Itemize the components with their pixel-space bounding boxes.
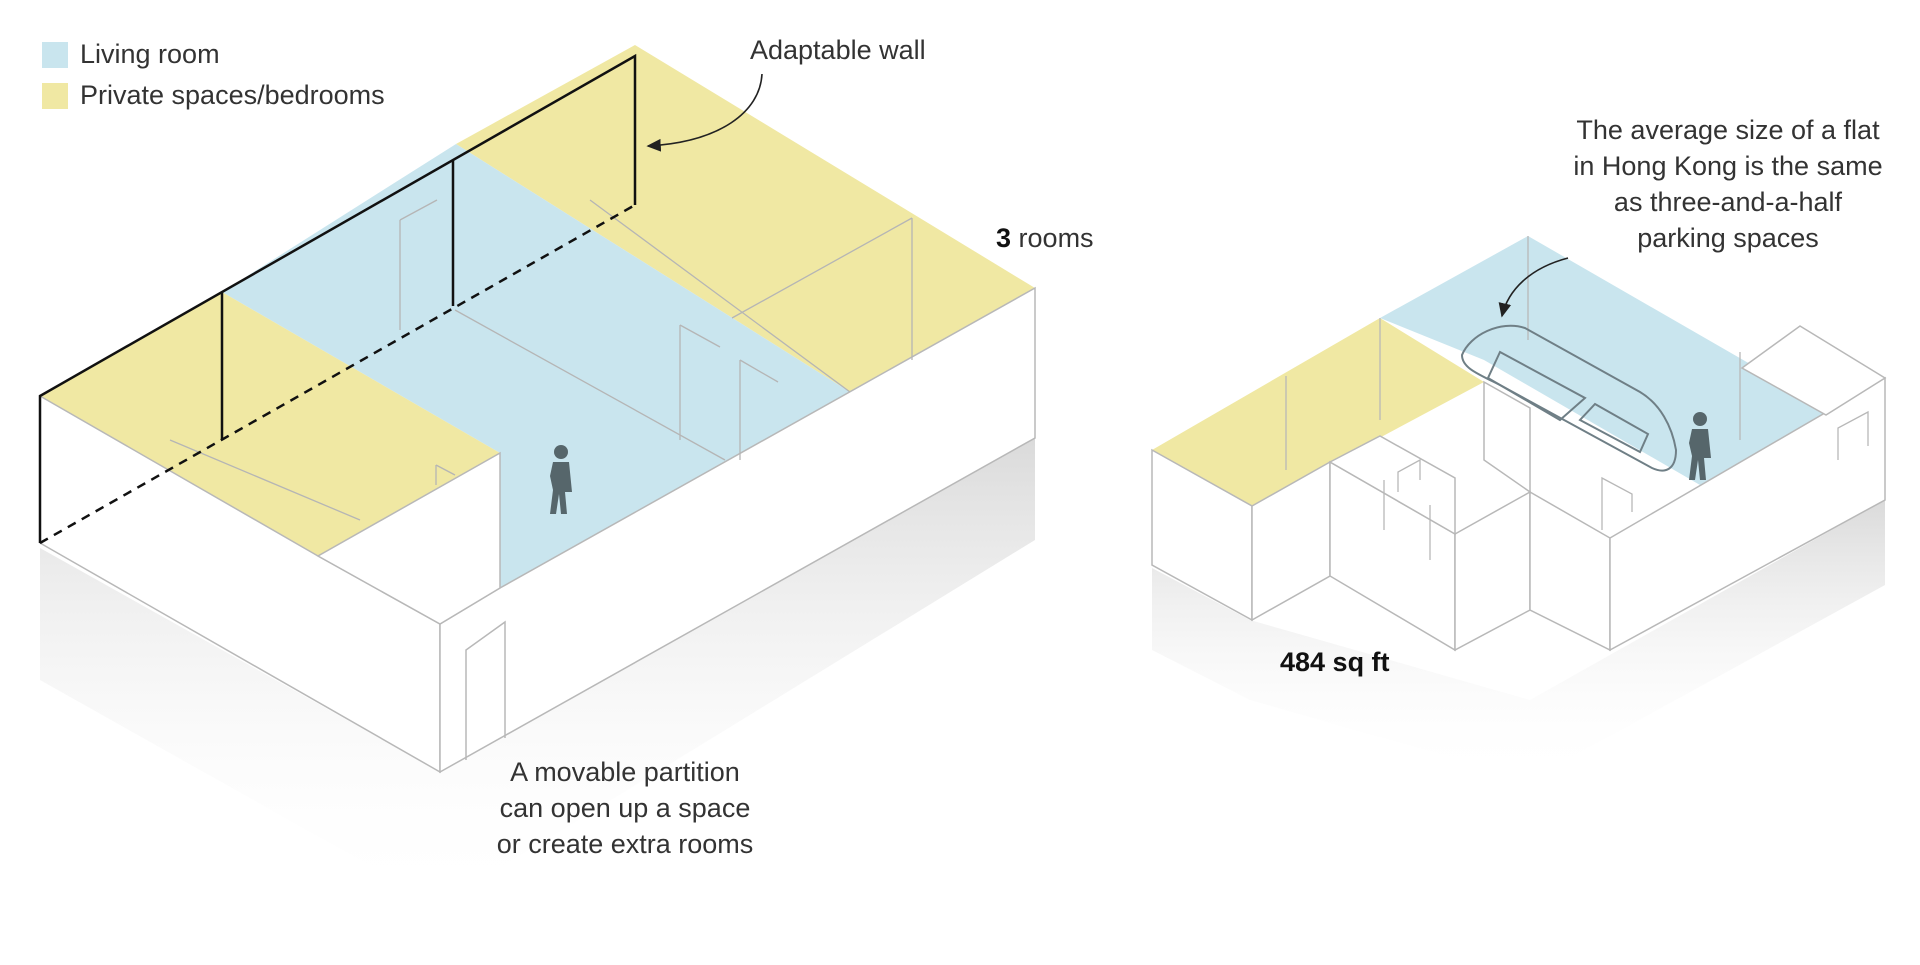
adaptable-wall-label: Adaptable wall <box>750 35 926 65</box>
person-figure-right <box>1689 412 1711 480</box>
adaptable-wall <box>38 53 637 545</box>
flat-size-label: 484 sq ft <box>1280 647 1390 677</box>
right-walls <box>1151 325 1887 652</box>
front-door <box>465 620 506 760</box>
rooms-word: rooms <box>1018 223 1094 253</box>
rooms-label: 3 rooms <box>996 220 1094 256</box>
right-interior-lines <box>1285 236 1869 560</box>
comparison-caption-line: The average size of a flat <box>1576 115 1880 145</box>
right-bedroom-zone <box>1152 318 1484 506</box>
car-illustration <box>1460 324 1678 472</box>
bedroom-zone-top <box>456 45 1035 392</box>
comparison-caption-line: as three-and-a-half <box>1613 187 1843 217</box>
comparison-caption: The average size of a flat in Hong Kong … <box>1560 112 1896 256</box>
legend-item-living-room: Living room <box>42 34 385 75</box>
adaptable-wall-arrow <box>646 73 763 152</box>
living-room-zone <box>222 144 850 588</box>
rooms-count: 3 <box>996 223 1012 253</box>
bedroom-zone-left <box>40 292 500 556</box>
comparison-caption-line: in Hong Kong is the same <box>1573 151 1883 181</box>
legend-label: Private spaces/bedrooms <box>80 80 385 110</box>
right-floor-shadow <box>1152 500 1885 780</box>
legend-label: Living room <box>80 39 220 69</box>
person-figure-left <box>550 445 572 514</box>
legend: Living room Private spaces/bedrooms <box>42 34 385 116</box>
left-flat <box>38 45 1036 905</box>
parking-arrow <box>1498 257 1569 318</box>
private-spaces-swatch <box>42 82 68 109</box>
right-living-zone <box>1380 236 1830 485</box>
partition-caption: A movable partition can open up a space … <box>465 754 785 862</box>
partition-caption-line: can open up a space <box>499 793 751 823</box>
left-floor-shadow <box>40 438 1035 905</box>
legend-item-private-spaces: Private spaces/bedrooms <box>42 75 385 116</box>
partition-caption-line: or create extra rooms <box>496 829 754 859</box>
comparison-caption-line: parking spaces <box>1637 223 1819 253</box>
inner-wall <box>316 451 501 625</box>
partition-caption-line: A movable partition <box>510 757 740 787</box>
right-flat <box>1151 236 1887 780</box>
living-room-swatch <box>42 41 68 68</box>
